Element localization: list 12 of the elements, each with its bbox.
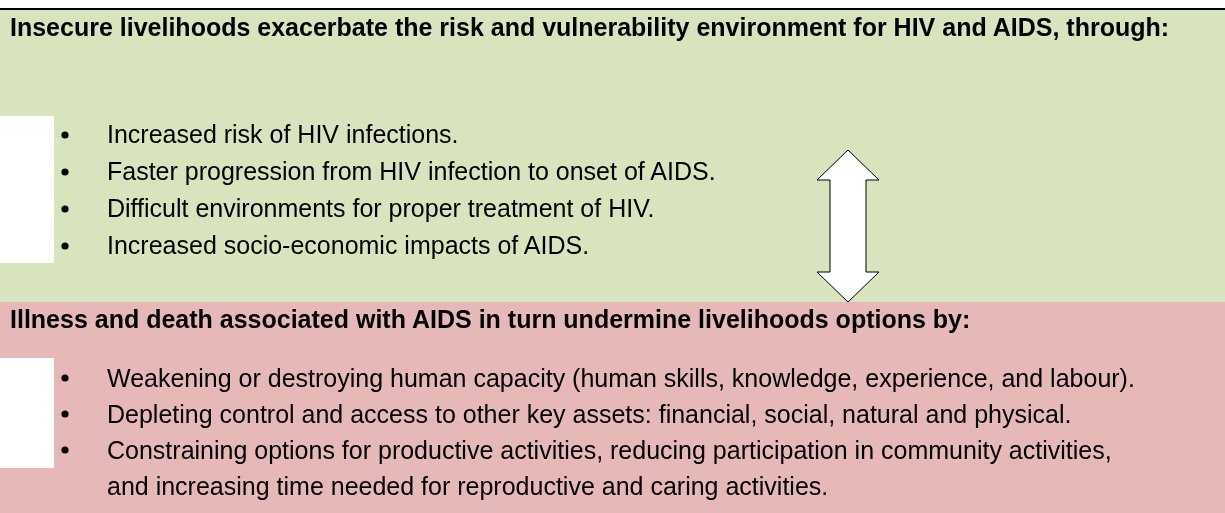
double-arrow (816, 149, 880, 303)
bullet-text: Difficult environments for proper treatment of HIV. (107, 193, 656, 224)
bullet-text: Constraining options for productive activities, reducing participation in community activities, and increasing time needed for reproductive and caring activities. (107, 435, 1113, 502)
bullet-text: Depleting control and access to other key assets: financial, social, natural and physical. (107, 399, 1073, 430)
bullet-text: Increased socio-economic impacts of AIDS. (107, 230, 591, 261)
bullet-text: Faster progression from HIV infection to onset of AIDS. (107, 156, 717, 187)
band-heading: Insecure livelihoods exacerbate the risk and vulnerability environment for HIV and AIDS, through: (10, 12, 1171, 43)
band-heading: Illness and death associated with AIDS in turn undermine livelihoods options by: (10, 304, 972, 335)
text-band (0, 302, 1225, 513)
text-band (0, 10, 1225, 302)
bullet-text: Increased risk of HIV infections. (107, 119, 460, 150)
bullet-text: Weakening or destroying human capacity (human skills, knowledge, experience, and labour). (107, 363, 1136, 394)
